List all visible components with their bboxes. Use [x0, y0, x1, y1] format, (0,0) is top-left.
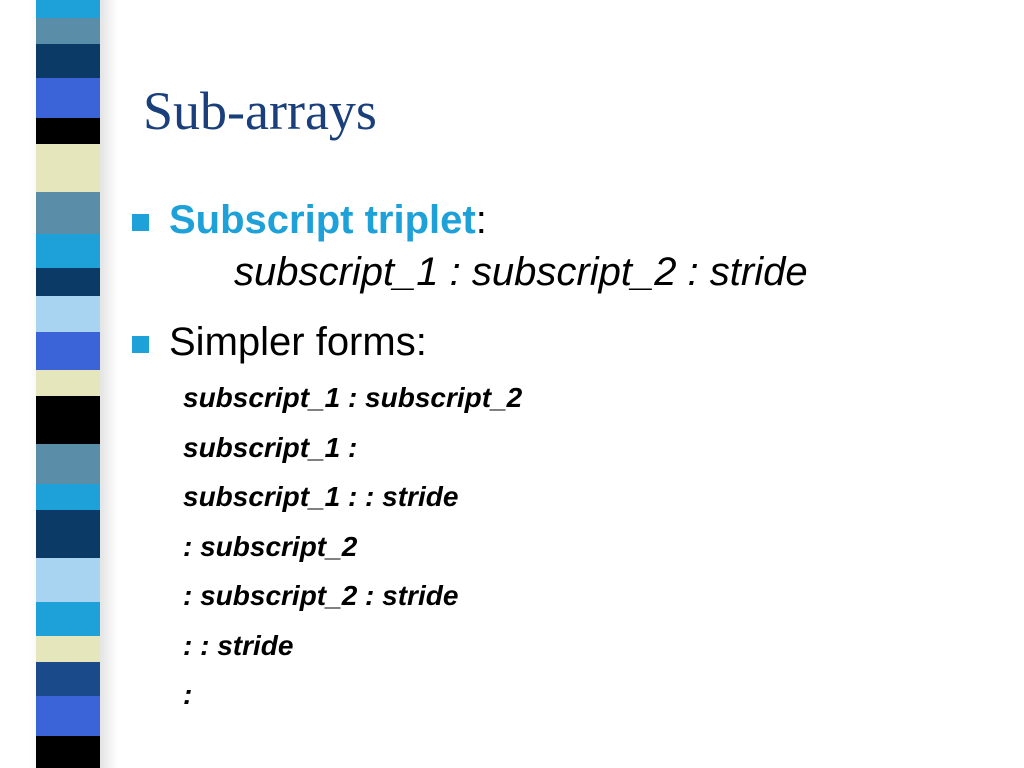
band-stripe — [36, 484, 100, 510]
bullet-subscript-triplet: Subscript triplet: subscript_1 : subscri… — [132, 196, 992, 296]
bullet-line: Simpler forms: — [169, 320, 427, 364]
bullet-simpler-forms: Simpler forms: — [132, 318, 992, 366]
square-bullet-icon — [132, 214, 149, 231]
band-stripe — [36, 118, 100, 144]
band-stripe — [36, 18, 100, 44]
band-stripe — [36, 144, 100, 192]
band-stripe — [36, 0, 100, 18]
band-stripe — [36, 370, 100, 396]
band-stripe — [36, 736, 100, 768]
band-stripe — [36, 396, 100, 444]
slide-title: Sub-arrays — [143, 81, 377, 141]
list-item: subscript_1 : — [183, 431, 358, 463]
band-stripe — [36, 602, 100, 636]
list-item: : subscript_2 — [183, 530, 358, 562]
striped-band-decoration — [36, 0, 100, 768]
list-item: subscript_1 : : stride — [183, 481, 459, 512]
band-stripe — [36, 510, 100, 558]
band-stripe — [36, 662, 100, 696]
band-stripe — [36, 192, 100, 234]
band-stripe — [36, 696, 100, 736]
list-item: : : stride — [183, 629, 294, 661]
triplet-form: subscript_1 : subscript_2 : stride — [234, 250, 808, 294]
band-stripe — [36, 444, 100, 484]
bullet-line: Subscript triplet: — [169, 196, 992, 244]
band-stripe — [36, 44, 100, 78]
band-stripe — [36, 268, 100, 296]
term-subscript-triplet: Subscript triplet — [169, 198, 476, 242]
simpler-forms-list: subscript_1 : subscript_2 subscript_1 : … — [183, 376, 522, 723]
band-stripe — [36, 296, 100, 332]
list-item: : subscript_2 : stride — [183, 580, 459, 611]
band-stripe — [36, 234, 100, 268]
square-bullet-icon — [132, 336, 149, 353]
band-stripe — [36, 558, 100, 602]
list-item: : — [183, 679, 193, 710]
band-stripe — [36, 636, 100, 662]
bullet-colon: : — [475, 198, 487, 242]
band-stripe — [36, 78, 100, 118]
list-item: subscript_1 : subscript_2 — [183, 382, 523, 413]
band-stripe — [36, 332, 100, 370]
